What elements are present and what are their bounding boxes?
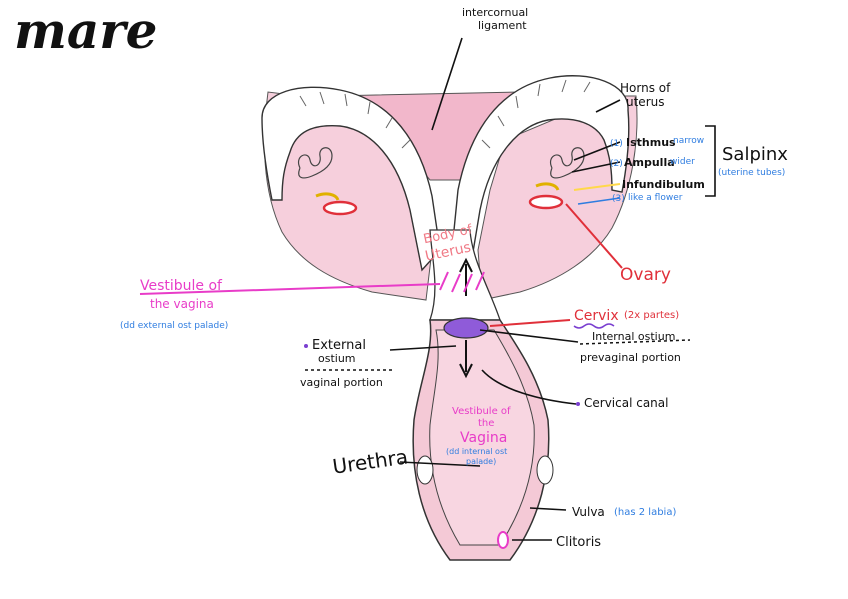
label-horns: Horns of bbox=[620, 81, 671, 95]
label-intercornual: intercornual bbox=[462, 6, 528, 19]
label-vulva: Vulva bbox=[572, 505, 605, 519]
label-vestibule-vagina-2: the vagina bbox=[150, 297, 214, 311]
uterine-horns bbox=[261, 75, 630, 272]
label-prevaginal: prevaginal portion bbox=[580, 351, 681, 364]
label-vaginal-portion: vaginal portion bbox=[300, 376, 383, 389]
label-infund-note: like a flower bbox=[628, 193, 683, 203]
label-salpinx-note: (uterine tubes) bbox=[718, 168, 785, 178]
label-vagina-the: the bbox=[478, 418, 494, 429]
cervical-canal-dot bbox=[576, 402, 580, 406]
label-vagina-vestibule: Vestibule of bbox=[452, 406, 511, 417]
clitoris-shape bbox=[497, 531, 509, 549]
label-vagina-note-2: palade) bbox=[466, 457, 496, 466]
cervix-shape bbox=[443, 317, 489, 339]
vestibule-hatch bbox=[439, 271, 485, 293]
label-vagina-note: (dd internal ost bbox=[446, 447, 507, 456]
label-vagina: Vagina bbox=[460, 430, 507, 446]
label-internal-ostium: Internal ostium bbox=[592, 330, 675, 343]
external-ostium-dot bbox=[304, 344, 308, 348]
label-cervix: Cervix bbox=[574, 308, 619, 324]
leader-lines bbox=[139, 37, 716, 541]
label-isthmus-num: (1) bbox=[610, 139, 623, 149]
page-title: mare bbox=[14, 1, 157, 60]
label-ampulla: Ampulla bbox=[624, 156, 675, 169]
label-external-ostium: ostium bbox=[318, 352, 356, 365]
label-horns-uterus: uterus bbox=[626, 95, 664, 109]
label-isthmus-note: narrow bbox=[673, 136, 704, 146]
label-ampulla-num: (2) bbox=[610, 159, 623, 169]
label-ligament: ligament bbox=[478, 19, 527, 32]
label-vulva-note: (has 2 labia) bbox=[614, 507, 676, 518]
label-cervix-note: (2x partes) bbox=[624, 310, 679, 321]
label-clitoris: Clitoris bbox=[556, 535, 601, 550]
label-ovary: Ovary bbox=[620, 265, 671, 285]
label-infund-num: (3) bbox=[612, 194, 625, 204]
left-ovary bbox=[298, 147, 358, 216]
label-salpinx: Salpinx bbox=[722, 144, 788, 165]
label-urethra: Urethra bbox=[331, 444, 409, 478]
label-external: External bbox=[312, 338, 366, 353]
right-ovary bbox=[528, 147, 585, 210]
label-isthmus: Isthmus bbox=[626, 136, 676, 149]
cervix-underline bbox=[573, 323, 615, 329]
label-infundibulum: Infundibulum bbox=[622, 178, 705, 191]
dotted-divider-right bbox=[579, 339, 691, 345]
label-cervical-canal: Cervical canal bbox=[584, 396, 668, 410]
label-ampulla-note: wider bbox=[670, 157, 695, 167]
vagina-region bbox=[412, 257, 554, 561]
label-vestibule-vagina: Vestibule of bbox=[140, 278, 223, 294]
label-vestibule-note: (dd external ost palade) bbox=[120, 321, 228, 331]
